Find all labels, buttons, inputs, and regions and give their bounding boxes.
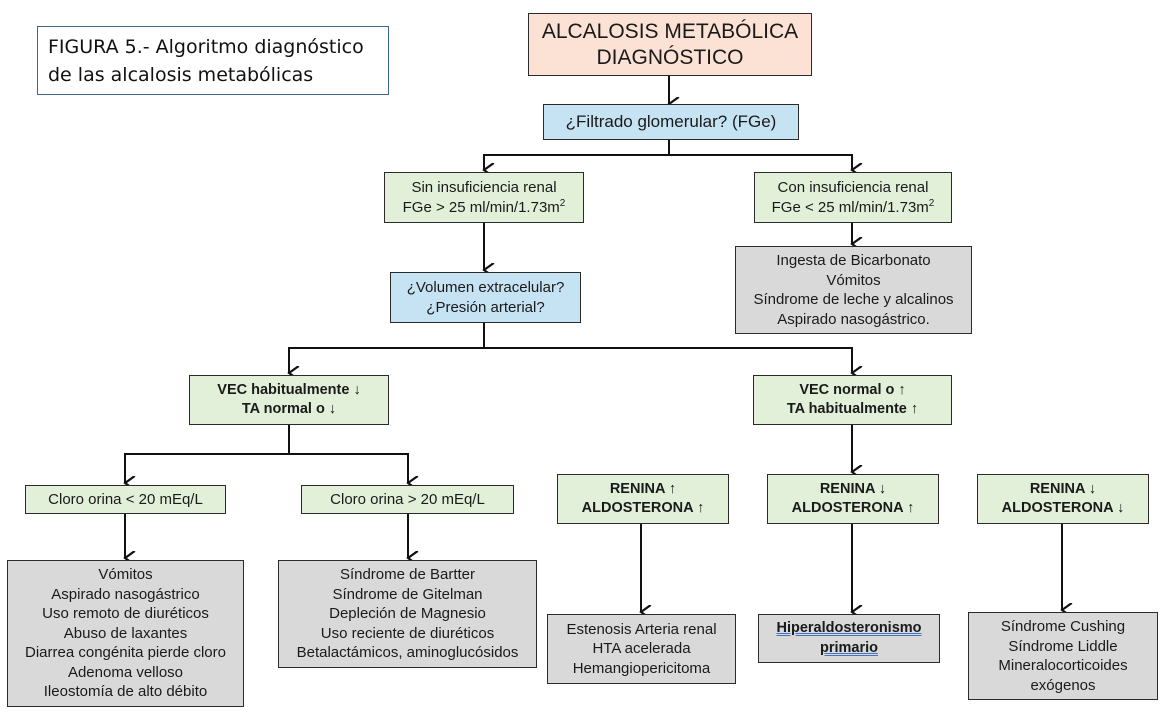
cause-item: Síndrome de Bartter [339, 566, 476, 584]
aldo-line: ALDOSTERONA ↑ [791, 500, 915, 516]
fge-question-text: ¿Filtrado glomerular? (FGe) [565, 112, 777, 132]
cause-item: Hemangiopericitoma [572, 659, 711, 677]
cause-item: HTA acelerada [592, 640, 691, 658]
cause-item: Aspirado nasogástrico [51, 585, 200, 603]
cloro-high-text: Cloro orina > 20 mEq/L [330, 490, 485, 508]
vec-low-line-2: TA normal o ↓ [241, 401, 337, 417]
cause-item: Vómitos [826, 271, 881, 289]
aldo-line: ALDOSTERONA ↑ [581, 500, 705, 516]
renin-down-aldo-down-node: RENINA ↓ ALDOSTERONA ↓ [977, 474, 1149, 524]
sin-ir-line-1: Sin insuficiencia renal [411, 179, 557, 196]
renin-line: RENINA ↓ [1029, 480, 1097, 497]
vec-question-node: ¿Volumen extracelular? ¿Presión arterial… [390, 272, 581, 323]
cause-item: Síndrome de leche y alcalinos [753, 291, 954, 308]
cause-item: Vómitos [98, 566, 153, 584]
branch-vec-low [125, 425, 290, 483]
sin-ir-line-2: FGe > 25 ml/min/1.73m2 [403, 198, 566, 218]
branch-vec-low-right [289, 453, 408, 483]
cloro-low-node: Cloro orina < 20 mEq/L [25, 485, 226, 514]
con-ir-line-2: FGe < 25 ml/min/1.73m2 [772, 198, 935, 218]
cause-item: Adenoma velloso [67, 663, 184, 681]
fge-question-node: ¿Filtrado glomerular? (FGe) [543, 104, 799, 140]
con-insuficiencia-node: Con insuficiencia renal FGe < 25 ml/min/… [754, 172, 952, 223]
sin-insuficiencia-node: Sin insuficiencia renal FGe > 25 ml/min/… [384, 172, 584, 223]
cause-item: Ingesta de Bicarbonato [776, 252, 931, 269]
cause-item: Mineralocorticoides [998, 657, 1128, 674]
figure-caption: FIGURA 5.- Algoritmo diagnóstico de las … [37, 26, 389, 95]
cause-item: Uso remoto de diuréticos [42, 605, 209, 623]
renin-up-aldo-up-node: RENINA ↑ ALDOSTERONA ↑ [557, 474, 729, 524]
cause-item: Diarrea congénita pierde cloro [25, 644, 226, 662]
cause-item: exógenos [1030, 676, 1096, 694]
cause-item: Abuso de laxantes [63, 624, 188, 642]
cloro-high-node: Cloro orina > 20 mEq/L [301, 485, 514, 514]
renin-down-aldo-up-node: RENINA ↓ ALDOSTERONA ↑ [767, 474, 939, 524]
cloro-low-text: Cloro orina < 20 mEq/L [48, 490, 203, 508]
vec-low-node: VEC habitualmente ↓ TA normal o ↓ [189, 375, 389, 425]
renin-up-causes-node: Estenosis Arteria renal HTA acelerada He… [547, 614, 736, 684]
cause-item: Síndrome de Gitelman [332, 585, 483, 603]
cause-item: Síndrome Cushing [1000, 618, 1126, 635]
renin-down-aldo-up-causes-node: Hiperaldosteronismo primario [758, 614, 940, 663]
vec-high-line-2: TA habitualmente ↑ [786, 401, 919, 417]
vec-question-line-2: ¿Presión arterial? [426, 298, 545, 316]
cloro-high-causes-node: Síndrome de Bartter Síndrome de Gitelman… [278, 560, 537, 668]
branch-vec [289, 323, 485, 373]
cause-item-link[interactable]: primario [819, 639, 878, 656]
vec-high-node: VEC normal o ↑ TA habitualmente ↑ [753, 375, 952, 425]
cause-item: Ileostomía de alto débito [43, 683, 208, 701]
caption-line-2: de las alcalosis metabólicas [48, 64, 314, 86]
con-ir-line-1: Con insuficiencia renal [777, 179, 929, 196]
vec-question-line-1: ¿Volumen extracelular? [406, 279, 565, 296]
caption-line-1: FIGURA 5.- Algoritmo diagnóstico [48, 36, 364, 58]
sin-ir-fge: FGe > 25 ml/min/1.73m [402, 198, 560, 216]
con-ir-causes-node: Ingesta de Bicarbonato Vómitos Síndrome … [735, 246, 972, 334]
aldo-line: ALDOSTERONA ↓ [1001, 500, 1125, 516]
root-node: ALCALOSIS METABÓLICA DIAGNÓSTICO [528, 13, 812, 76]
branch-vec-right [484, 347, 852, 373]
root-line-2: DIAGNÓSTICO [596, 45, 744, 69]
sin-ir-sup: 2 [559, 197, 566, 209]
cause-item: Betalactámicos, aminoglucósidos [296, 644, 519, 662]
con-ir-fge: FGe < 25 ml/min/1.73m [771, 198, 929, 216]
branch-fge-right [669, 154, 852, 170]
cause-item: Depleción de Magnesio [329, 605, 486, 623]
cause-item: Estenosis Arteria renal [566, 620, 717, 638]
con-ir-sup: 2 [928, 197, 935, 209]
cause-item-link[interactable]: Hiperaldosteronismo [776, 620, 922, 636]
vec-high-line-1: VEC normal o ↑ [799, 381, 906, 398]
cloro-low-causes-node: Vómitos Aspirado nasogástrico Uso remoto… [7, 560, 244, 707]
cause-item: Síndrome Liddle [1008, 637, 1118, 655]
cause-item: Aspirado nasogástrico. [777, 310, 930, 328]
renin-line: RENINA ↓ [819, 480, 887, 497]
cause-item: Uso reciente de diuréticos [320, 624, 495, 642]
root-line-1: ALCALOSIS METABÓLICA [541, 19, 799, 43]
renin-down-aldo-down-causes-node: Síndrome Cushing Síndrome Liddle Mineral… [968, 612, 1158, 700]
renin-line: RENINA ↑ [609, 480, 677, 497]
branch-fge [484, 140, 670, 170]
vec-low-line-1: VEC habitualmente ↓ [217, 381, 361, 398]
